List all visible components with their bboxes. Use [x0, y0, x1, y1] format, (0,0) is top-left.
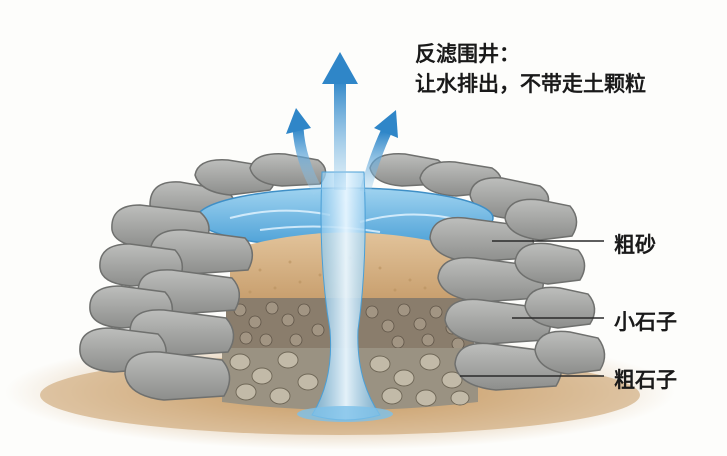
diagram-title: 反滤围井：: [415, 42, 520, 66]
arrow-up-left-icon: [286, 108, 311, 134]
sandbag-stack-left: [79, 204, 254, 401]
callout-lines: [460, 240, 604, 377]
layer-label-small-gravel: 小石子: [614, 310, 677, 334]
arrow-up-right-icon: [374, 110, 398, 138]
sandbag-stack-right: [429, 198, 606, 391]
arrow-up-center-icon: [322, 52, 358, 84]
upward-water-arrows: [286, 52, 398, 195]
layer-label-coarse-sand: 粗砂: [614, 233, 656, 257]
layer-label-coarse-gravel: 粗石子: [614, 368, 677, 392]
diagram-subtitle: 让水排出，不带走土颗粒: [415, 72, 646, 96]
